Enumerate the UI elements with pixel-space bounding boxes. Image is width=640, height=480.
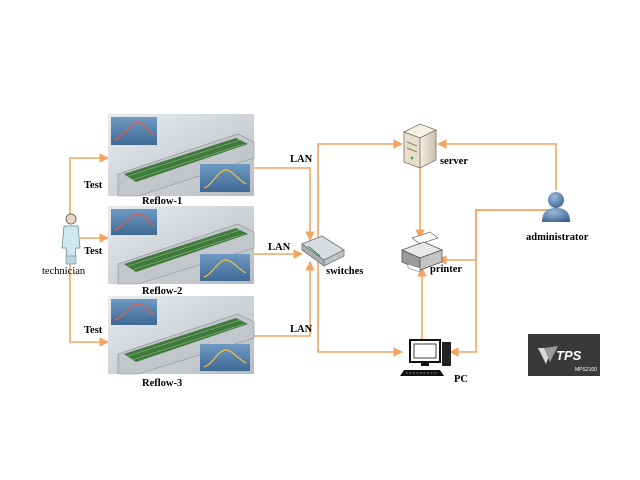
technician-to-reflow-3-line xyxy=(69,262,109,347)
pc-icon xyxy=(400,339,451,376)
reflow-1-lan-line xyxy=(254,167,315,241)
technician-figure xyxy=(61,213,81,265)
test-label-3: Test xyxy=(84,325,103,336)
tps-logo-model: MPS2100 xyxy=(575,367,597,373)
reflow-1-profile-screen xyxy=(111,117,157,145)
reflow-3-label: Reflow-3 xyxy=(142,378,182,389)
administrator-icon xyxy=(542,192,570,222)
test-label-2: Test xyxy=(84,246,103,257)
lan-label-2: LAN xyxy=(268,242,291,253)
technician-label: technician xyxy=(42,266,86,277)
technician-body xyxy=(61,225,81,259)
administrator-to-server-line xyxy=(437,139,557,190)
lan-label-3: LAN xyxy=(290,324,313,335)
tps-logo-text: TPS xyxy=(556,348,582,363)
switch-icon xyxy=(301,235,345,267)
reflow-3-lan-line xyxy=(254,261,315,337)
reflow-3-zone-screen xyxy=(200,344,250,371)
reflow-oven-2 xyxy=(108,206,255,285)
switches-label: switches xyxy=(326,266,363,277)
server-label: server xyxy=(440,156,468,167)
reflow-2-zone-screen xyxy=(200,254,250,281)
printer-label: printer xyxy=(430,264,462,275)
lan-label-1: LAN xyxy=(290,154,313,165)
technician-legs xyxy=(65,255,77,265)
tps-logo: TPS MPS2100 xyxy=(528,334,600,376)
test-label-1: Test xyxy=(84,180,103,191)
technician-head xyxy=(65,213,77,225)
reflow-1-zone-screen xyxy=(200,164,250,192)
technician-to-reflow-1-line xyxy=(69,153,109,214)
reflow-oven-1 xyxy=(108,114,255,197)
pc-label: PC xyxy=(454,374,468,385)
switches-to-pc-line xyxy=(317,262,403,357)
reflow-2-label: Reflow-2 xyxy=(142,286,182,297)
reflow-1-label: Reflow-1 xyxy=(142,196,182,207)
switches-to-server-line xyxy=(317,139,403,238)
reflow-oven-3 xyxy=(108,296,255,375)
administrator-label: administrator xyxy=(526,232,589,243)
server-icon xyxy=(403,123,437,169)
printer-icon xyxy=(400,231,444,273)
